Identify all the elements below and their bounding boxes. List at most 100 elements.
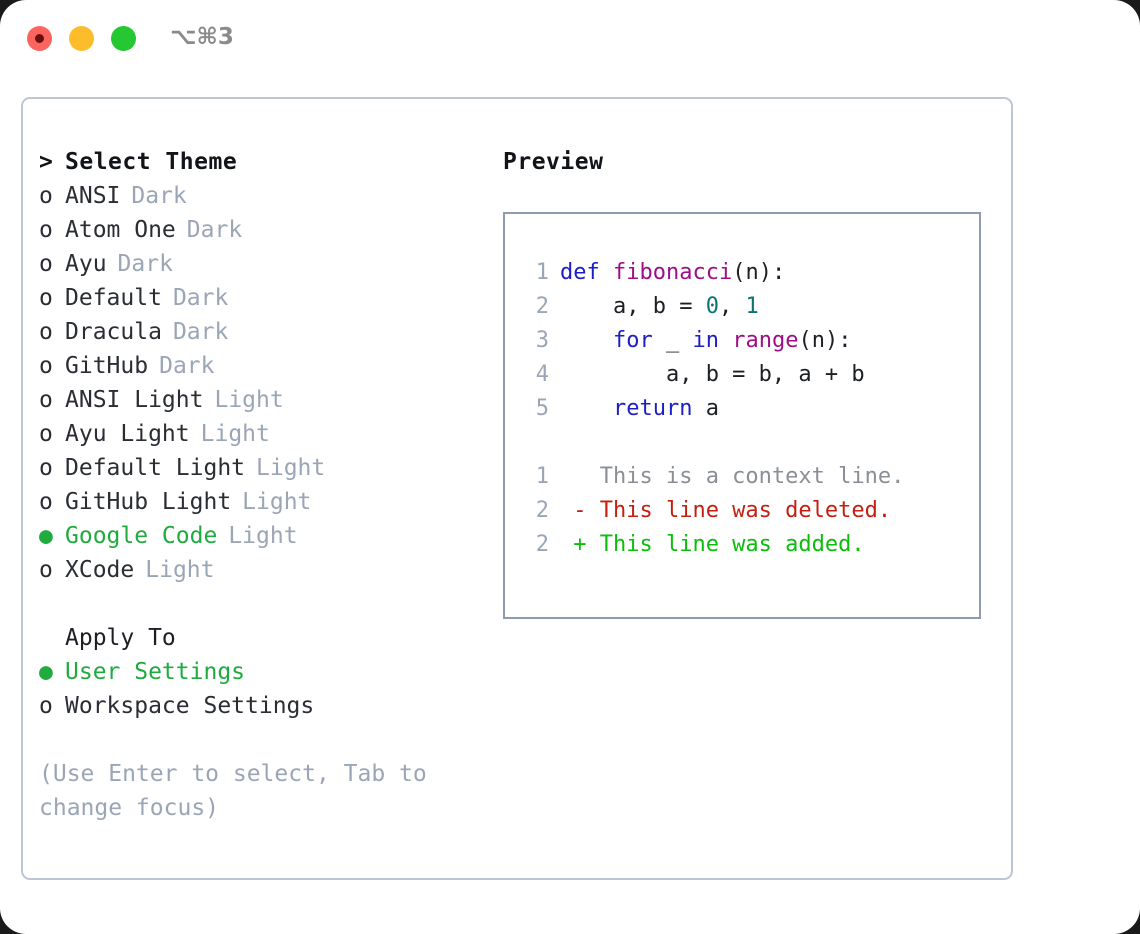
page-title: Select Theme xyxy=(65,149,238,175)
theme-variant-label: Dark xyxy=(159,353,215,379)
radio-unselected-icon[interactable]: o xyxy=(39,455,53,481)
radio-selected-icon[interactable]: ● xyxy=(39,659,53,685)
code-line: 5 return a xyxy=(521,392,979,426)
close-window-dot[interactable] xyxy=(27,26,52,51)
apply-to-option[interactable]: ● User Settings xyxy=(39,659,479,693)
code-token-id: a, b = xyxy=(560,294,706,319)
theme-variant-label: Light xyxy=(228,523,298,549)
code-token-fn: range xyxy=(732,328,799,353)
theme-variant-label: Light xyxy=(200,421,270,447)
radio-unselected-icon[interactable]: o xyxy=(39,353,53,379)
line-number: 2 xyxy=(535,532,549,557)
theme-variant-label: Light xyxy=(214,387,284,413)
code-text: a, b = 0, 1 xyxy=(560,290,759,324)
apply-to-heading: Apply To xyxy=(65,625,176,651)
radio-unselected-icon[interactable]: o xyxy=(39,319,53,345)
theme-list-item[interactable]: o Dracula Dark xyxy=(39,319,479,353)
code-token-id xyxy=(560,396,613,421)
apply-to-heading-row: o Apply To xyxy=(39,625,479,659)
theme-variant-label: Dark xyxy=(117,251,173,277)
radio-unselected-icon[interactable]: o xyxy=(39,183,53,209)
theme-name-label: Atom One xyxy=(65,217,176,243)
apply-to-option[interactable]: o Workspace Settings xyxy=(39,693,479,727)
theme-list-item[interactable]: o Ayu Dark xyxy=(39,251,479,285)
line-number: 5 xyxy=(535,396,549,421)
apply-to-option-label: Workspace Settings xyxy=(65,693,315,719)
radio-unselected-icon[interactable]: o xyxy=(39,387,53,413)
code-text: a, b = b, a + b xyxy=(560,358,865,392)
code-token-num: 0 xyxy=(705,294,719,319)
theme-name-label: XCode xyxy=(65,557,135,583)
theme-name-label: Default xyxy=(65,285,162,311)
theme-name-label: Dracula xyxy=(65,319,162,345)
theme-list-item[interactable]: o XCode Light xyxy=(39,557,479,591)
radio-unselected-icon[interactable]: o xyxy=(39,285,53,311)
code-token-kw: def xyxy=(560,260,613,285)
window-controls xyxy=(27,26,136,51)
code-token-kw: in xyxy=(692,328,719,353)
keyboard-shortcut-label: ⌥⌘3 xyxy=(170,24,234,50)
radio-selected-icon[interactable]: ● xyxy=(39,523,53,549)
preview-heading: Preview xyxy=(503,149,604,175)
code-token-punc: (n): xyxy=(798,328,852,353)
code-line: 4 a, b = b, a + b xyxy=(521,358,979,392)
radio-unselected-icon[interactable]: o xyxy=(39,217,53,243)
theme-list-item[interactable]: ● Google Code Light xyxy=(39,523,479,557)
code-token-id: a xyxy=(692,396,719,421)
theme-name-label: Ayu xyxy=(65,251,107,277)
radio-unselected-icon[interactable]: o xyxy=(39,557,53,583)
minimize-window-dot[interactable] xyxy=(69,26,94,51)
theme-list-item[interactable]: o ANSI Dark xyxy=(39,183,479,217)
theme-name-label: ANSI xyxy=(65,183,121,209)
radio-unselected-icon[interactable]: o xyxy=(39,421,53,447)
theme-variant-label: Dark xyxy=(131,183,187,209)
prompt-caret-icon: > xyxy=(39,149,54,175)
line-number: 1 xyxy=(535,464,549,489)
radio-unselected-icon[interactable]: o xyxy=(39,693,53,719)
theme-variant-label: Dark xyxy=(172,285,229,311)
theme-list-item[interactable]: o Atom One Dark xyxy=(39,217,479,251)
theme-variant-label: Light xyxy=(256,455,326,481)
code-text: def fibonacci(n): xyxy=(560,256,785,290)
theme-variant-label: Light xyxy=(242,489,312,515)
line-number: 3 xyxy=(535,328,549,353)
code-token-id: a, b = b, a + b xyxy=(560,362,865,387)
theme-name-label: Google Code xyxy=(65,523,218,549)
code-line: 3 for _ in range(n): xyxy=(521,324,979,358)
diff-line: 2 + This line was added. xyxy=(521,528,979,562)
maximize-window-dot[interactable] xyxy=(111,26,136,51)
code-token-fn: fibonacci xyxy=(612,260,733,285)
radio-unselected-icon[interactable]: o xyxy=(39,489,53,515)
code-text: return a xyxy=(560,392,719,426)
apply-to-option-label: User Settings xyxy=(65,659,246,685)
code-token-punc: (n): xyxy=(732,260,786,285)
theme-name-label: Default Light xyxy=(65,455,246,481)
diff-block: 1 This is a context line.2 - This line w… xyxy=(521,460,979,562)
code-token-kw: return xyxy=(612,396,693,421)
code-token-num: 1 xyxy=(745,294,759,319)
theme-variant-label: Light xyxy=(145,557,215,583)
code-token-id: _ xyxy=(652,328,693,353)
line-number: 4 xyxy=(535,362,549,387)
line-number: 2 xyxy=(535,498,549,523)
theme-list-item[interactable]: o Default Light Light xyxy=(39,455,479,489)
theme-picker-title-row: > Select Theme xyxy=(39,149,479,183)
code-token-punc: , xyxy=(718,294,746,319)
diff-line: 1 This is a context line. xyxy=(521,460,979,494)
radio-unselected-icon[interactable]: o xyxy=(39,251,53,277)
code-token-kw: for xyxy=(612,328,653,353)
diff-text-add: + This line was added. xyxy=(560,532,865,557)
theme-variant-label: Dark xyxy=(186,217,243,243)
theme-variant-label: Dark xyxy=(172,319,229,345)
theme-list-item[interactable]: o Default Dark xyxy=(39,285,479,319)
